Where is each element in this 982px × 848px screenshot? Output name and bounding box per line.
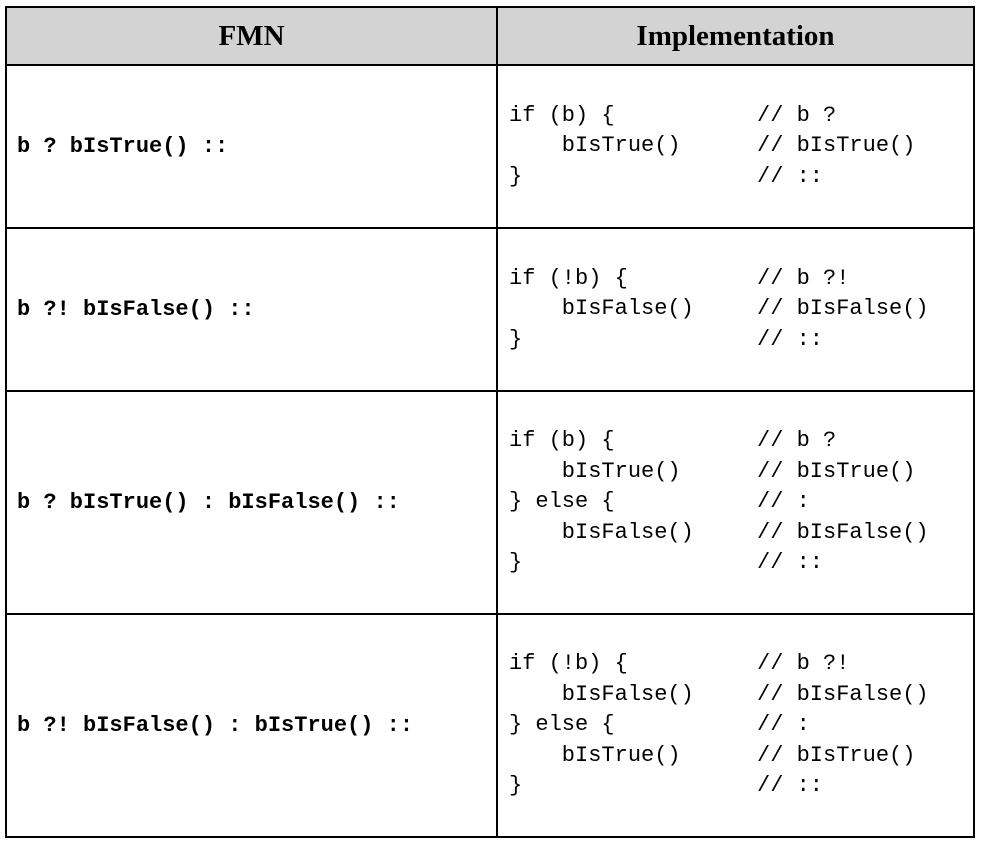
code-statement: bIsTrue() <box>509 742 681 768</box>
code-line: } // :: <box>509 548 973 579</box>
code-statement: } <box>509 550 523 576</box>
code-comment: // b ?! <box>757 651 850 677</box>
code-block: if (!b) { // b ?! bIsFalse() // bIsFalse()… <box>509 649 973 802</box>
code-comment: // :: <box>757 326 824 352</box>
fmn-expression: b ?! bIsFalse() :: <box>5 227 498 392</box>
code-block: if (b) { // b ? bIsTrue() // bIsTrue() } e… <box>509 426 973 579</box>
code-comment: // bIsFalse() <box>757 296 929 322</box>
code-comment: // :: <box>757 773 824 799</box>
table-row: b ?! bIsFalse() : bIsTrue() :: if (!b) {… <box>5 613 975 838</box>
code-comment: // b ?! <box>757 265 850 291</box>
code-comment: // bIsFalse() <box>757 681 929 707</box>
code-statement: } <box>509 773 523 799</box>
code-statement: bIsTrue() <box>509 133 681 159</box>
code-line: bIsFalse() // bIsFalse() <box>509 294 973 325</box>
code-line: bIsFalse() // bIsFalse() <box>509 680 973 711</box>
code-block: if (b) { // b ? bIsTrue() // bIsTrue() } //… <box>509 101 973 193</box>
code-line: if (b) { // b ? <box>509 101 973 132</box>
code-line: } else { // : <box>509 487 973 518</box>
header-row: FMN Implementation <box>5 6 975 66</box>
code-comment: // b ? <box>757 102 837 128</box>
code-statement: } <box>509 163 523 189</box>
code-statement: if (!b) { <box>509 265 628 291</box>
code-line: if (!b) { // b ?! <box>509 649 973 680</box>
code-comment: // :: <box>757 163 824 189</box>
fmn-expression: b ? bIsTrue() : bIsFalse() :: <box>5 390 498 615</box>
code-comment: // : <box>757 712 810 738</box>
header-implementation: Implementation <box>496 6 975 66</box>
table-row: b ? bIsTrue() : bIsFalse() :: if (b) {//… <box>5 390 975 615</box>
code-comment: // bIsTrue() <box>757 458 916 484</box>
table-row: b ?! bIsFalse() :: if (!b) { // b ?! bIsF… <box>5 227 975 392</box>
code-comment: // bIsTrue() <box>757 742 916 768</box>
code-comment: // b ? <box>757 428 837 454</box>
code-comment: // bIsTrue() <box>757 133 916 159</box>
code-line: } // :: <box>509 325 973 356</box>
code-line: if (!b) { // b ?! <box>509 264 973 295</box>
code-statement: if (b) { <box>509 102 615 128</box>
code-line: bIsTrue() // bIsTrue() <box>509 457 973 488</box>
code-comment: // :: <box>757 550 824 576</box>
header-fmn: FMN <box>5 6 498 66</box>
code-line: bIsTrue() // bIsTrue() <box>509 741 973 772</box>
code-statement: } else { <box>509 489 615 515</box>
code-statement: if (!b) { <box>509 651 628 677</box>
implementation-cell: if (!b) { // b ?! bIsFalse() // bIsFalse()… <box>496 613 975 838</box>
code-statement: bIsFalse() <box>509 296 694 322</box>
code-line: } // :: <box>509 771 973 802</box>
code-line: bIsFalse() // bIsFalse() <box>509 518 973 549</box>
implementation-cell: if (!b) { // b ?! bIsFalse() // bIsFalse()… <box>496 227 975 392</box>
code-comment: // : <box>757 489 810 515</box>
table-row: b ? bIsTrue() :: if (b) { // b ? bIsTrue(… <box>5 64 975 229</box>
code-line: } else { // : <box>509 710 973 741</box>
code-block: if (!b) { // b ?! bIsFalse() // bIsFalse()… <box>509 264 973 356</box>
code-statement: } <box>509 326 523 352</box>
implementation-cell: if (b) { // b ? bIsTrue() // bIsTrue() } e… <box>496 390 975 615</box>
code-statement: bIsTrue() <box>509 458 681 484</box>
implementation-cell: if (b) { // b ? bIsTrue() // bIsTrue() } //… <box>496 64 975 229</box>
fmn-expression: b ? bIsTrue() :: <box>5 64 498 229</box>
code-line: if (b) { // b ? <box>509 426 973 457</box>
code-statement: if (b) { <box>509 428 615 454</box>
code-line: } // :: <box>509 162 973 193</box>
code-comment: // bIsFalse() <box>757 519 929 545</box>
code-statement: } else { <box>509 712 615 738</box>
code-statement: bIsFalse() <box>509 519 694 545</box>
fmn-expression: b ?! bIsFalse() : bIsTrue() :: <box>5 613 498 838</box>
code-line: bIsTrue() // bIsTrue() <box>509 131 973 162</box>
code-statement: bIsFalse() <box>509 681 694 707</box>
fmn-implementation-table: FMN Implementation b ? bIsTrue() :: if (… <box>5 6 975 838</box>
